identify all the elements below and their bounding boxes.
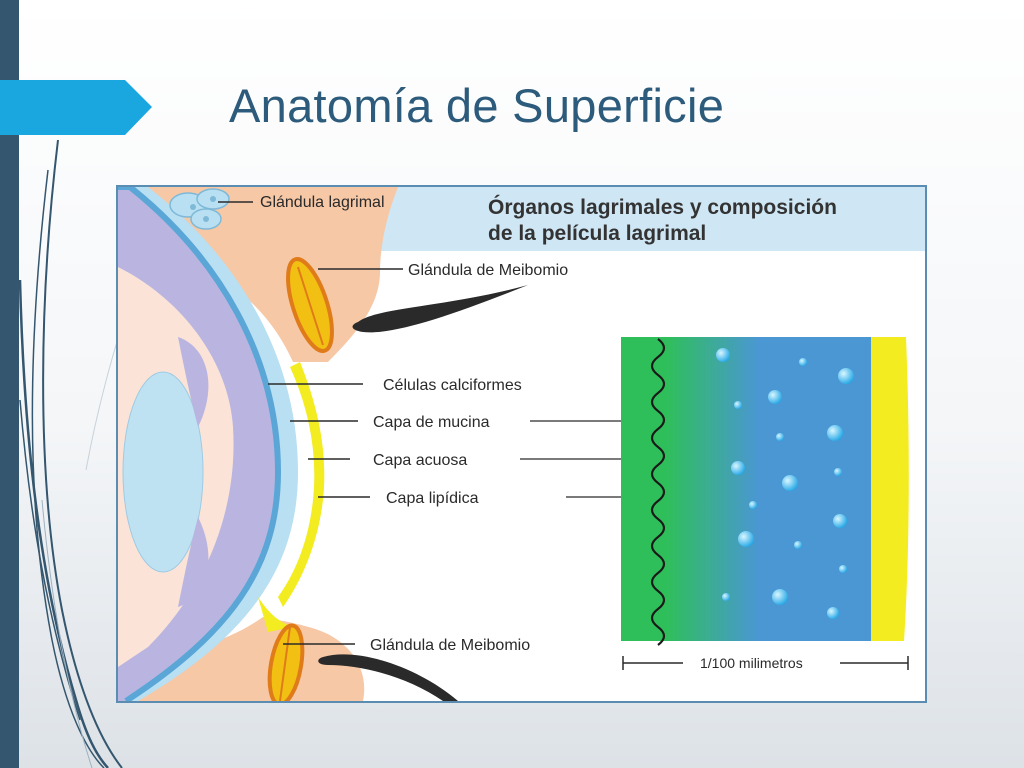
label-aqueous-layer: Capa acuosa (373, 452, 467, 469)
iris-upper (178, 337, 209, 427)
meibomian-gland-lower (267, 623, 305, 701)
label-lipid-layer: Capa lipídica (386, 490, 479, 507)
cornea-edge (118, 187, 282, 701)
label-mucin-layer: Capa de mucina (373, 414, 490, 431)
tear-film-panel (621, 337, 909, 646)
label-meibomian-gland-bottom: Glándula de Meibomio (370, 637, 530, 654)
lens (122, 371, 204, 573)
label-meibomian-gland-top: Glándula de Meibomio (408, 262, 568, 279)
meibomian-gland-upper (286, 257, 334, 353)
diagram-drawing: Órganos lagrimales y composición de la p… (118, 187, 925, 701)
label-lacrimal-gland: Glándula lagrimal (260, 194, 385, 211)
lacrimal-gland-shape (169, 188, 230, 230)
tear-film-diagram: Órganos lagrimales y composición de la p… (116, 185, 927, 703)
scale-label: 1/100 milimetros (700, 655, 803, 671)
scale-bar (622, 656, 909, 670)
upper-eyelash (352, 285, 528, 333)
label-goblet-cells: Células calciformes (383, 377, 522, 394)
iris-lower (178, 517, 209, 607)
figure-heading-line1: Órganos lagrimales y composición (488, 195, 837, 219)
heading-band (333, 187, 925, 251)
title-arrow-shape (0, 80, 152, 135)
slide-title: Anatomía de Superficie (229, 79, 725, 132)
lower-eyelash (318, 654, 458, 701)
tear-film-on-cornea (278, 362, 325, 607)
left-accent-bar (0, 0, 19, 768)
figure-heading-line2: de la película lagrimal (488, 222, 706, 245)
